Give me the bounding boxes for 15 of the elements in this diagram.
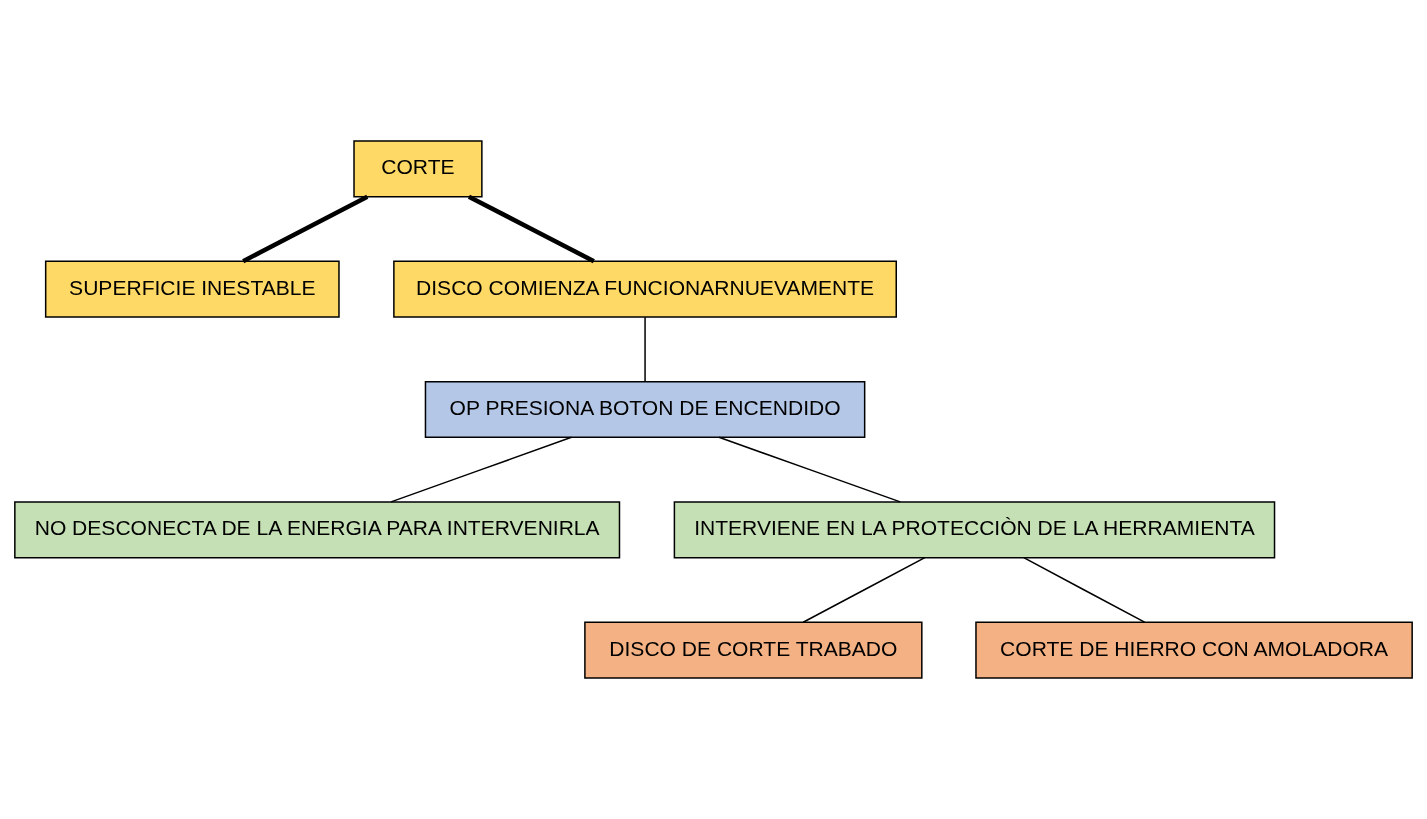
node-box: NO DESCONECTA DE LA ENERGIA PARA INTERVENIRLA xyxy=(14,501,621,559)
connector xyxy=(467,194,595,264)
node-box: CORTE xyxy=(353,140,483,198)
node-box: SUPERFICIE INESTABLE xyxy=(44,260,340,318)
node-box: DISCO DE CORTE TRABADO xyxy=(584,621,923,679)
connector xyxy=(802,556,926,623)
node-box: OP PRESIONA BOTON DE ENCENDIDO xyxy=(424,380,866,439)
node-box: INTERVIENE EN LA PROTECCIÒN DE LA HERRAMIENTA xyxy=(673,501,1276,559)
connector xyxy=(644,316,646,383)
node-box: CORTE DE HIERRO CON AMOLADORA xyxy=(975,621,1413,679)
connector xyxy=(390,436,573,503)
node-box: DISCO COMIENZA FUNCIONARNUEVAMENTE xyxy=(393,260,897,318)
connector xyxy=(242,194,369,264)
connector xyxy=(718,436,901,503)
connector xyxy=(1023,556,1146,623)
